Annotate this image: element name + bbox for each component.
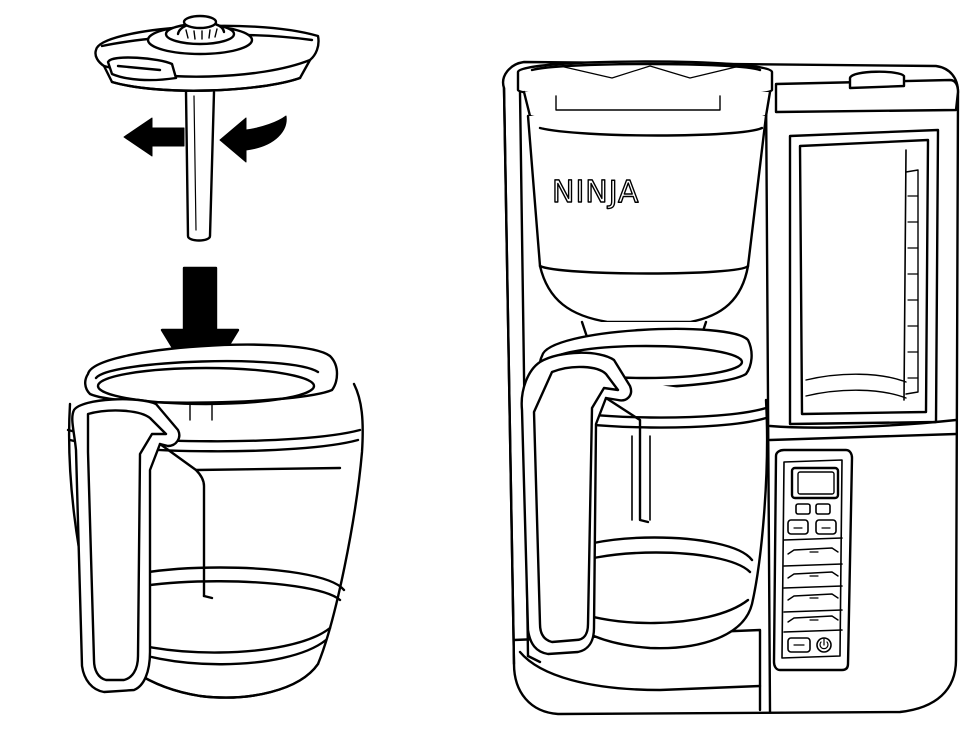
display-screen: [790, 466, 840, 500]
carafe-lid: [94, 14, 320, 242]
control-panel: [772, 448, 854, 672]
minute-button: [815, 503, 831, 515]
clean-button: [787, 637, 811, 653]
carafe-left: [66, 343, 364, 699]
twist-arrows-icon: [123, 115, 287, 163]
brand-logo: NINJA: [552, 175, 640, 210]
delay-brew-button: [787, 519, 809, 535]
power-icon: [816, 637, 832, 653]
coffee-maker: NINJA: [501, 60, 960, 716]
keep-warm-button: [815, 519, 837, 535]
hour-button: [795, 503, 811, 515]
